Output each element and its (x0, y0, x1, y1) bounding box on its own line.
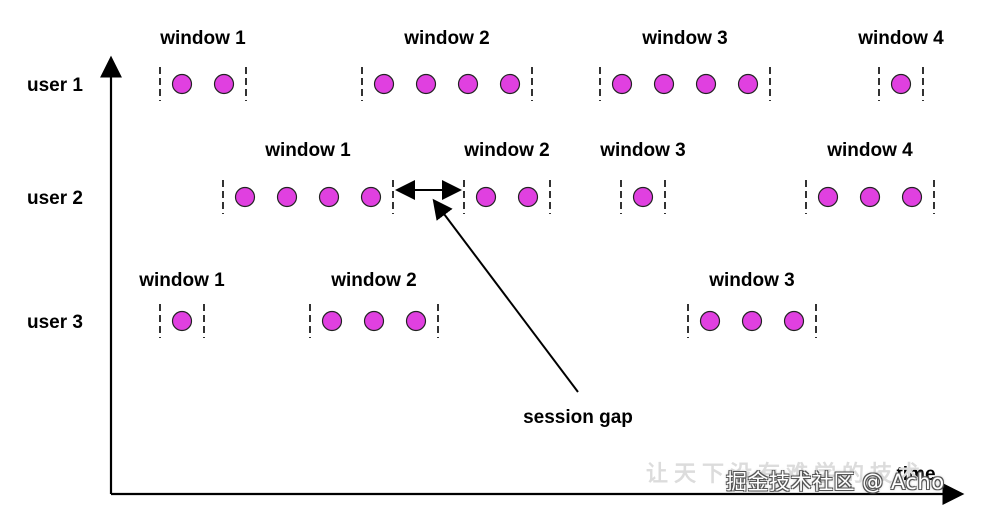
watermark: 掘金技术社区 @ Acho (726, 470, 945, 494)
event-dot (475, 186, 497, 208)
window-label: window 3 (599, 140, 686, 161)
window-label: window 1 (264, 140, 351, 161)
window-label: window 2 (403, 28, 490, 49)
event-dot (741, 310, 763, 332)
event-dot (405, 310, 427, 332)
x-axis-label: time (896, 464, 935, 485)
event-dot (373, 73, 395, 95)
event-dot (611, 73, 633, 95)
event-dot (234, 186, 256, 208)
event-dot (517, 186, 539, 208)
event-dot (901, 186, 923, 208)
user-label: user 1 (27, 75, 83, 96)
event-dot (737, 73, 759, 95)
event-dot (699, 310, 721, 332)
window-label: window 3 (641, 28, 728, 49)
faint-watermark-glyphs: 让天下没有难学的技术 (646, 461, 927, 487)
event-dot (457, 73, 479, 95)
session-gap-label: session gap (523, 407, 633, 428)
event-dot (363, 310, 385, 332)
session-window: window 3 (599, 140, 686, 214)
event-dot (890, 73, 912, 95)
event-dot (360, 186, 382, 208)
session-gap-pointer (432, 198, 579, 393)
window-label: window 2 (463, 140, 550, 161)
event-dot (415, 73, 437, 95)
session-window: window 3 (687, 270, 817, 338)
event-dot (859, 186, 881, 208)
session-window: window 2 (309, 270, 439, 338)
window-label: window 4 (826, 140, 913, 161)
user-label: user 2 (27, 188, 83, 209)
event-dot (695, 73, 717, 95)
event-dot (783, 310, 805, 332)
window-label: window 1 (159, 28, 246, 49)
session-window: window 4 (857, 28, 944, 101)
event-dot (321, 310, 343, 332)
session-window: window 1 (159, 28, 247, 101)
session-window: window 1 (138, 270, 225, 338)
window-label: window 3 (708, 270, 795, 291)
window-label: window 4 (857, 28, 944, 49)
user-label: user 3 (27, 312, 83, 333)
event-dot (171, 73, 193, 95)
session-window: window 2 (463, 140, 551, 214)
session-window: window 3 (599, 28, 771, 101)
session-window: window 2 (361, 28, 533, 101)
user-row: user 3 window 1 window 2 window 3 (27, 270, 817, 338)
event-dot (318, 186, 340, 208)
event-dot (171, 310, 193, 332)
event-dot (213, 73, 235, 95)
event-dot (632, 186, 654, 208)
session-window: window 1 (222, 140, 394, 214)
event-dot (817, 186, 839, 208)
window-label: window 1 (138, 270, 225, 291)
window-label: window 2 (330, 270, 417, 291)
user-row: user 1 window 1 window 2 window 3 window 4 (27, 28, 944, 101)
event-dot (499, 73, 521, 95)
event-dot (653, 73, 675, 95)
session-window: window 4 (805, 140, 935, 214)
user-row: user 2 window 1 window 2 window 3 window 4 (27, 140, 935, 214)
event-dot (276, 186, 298, 208)
